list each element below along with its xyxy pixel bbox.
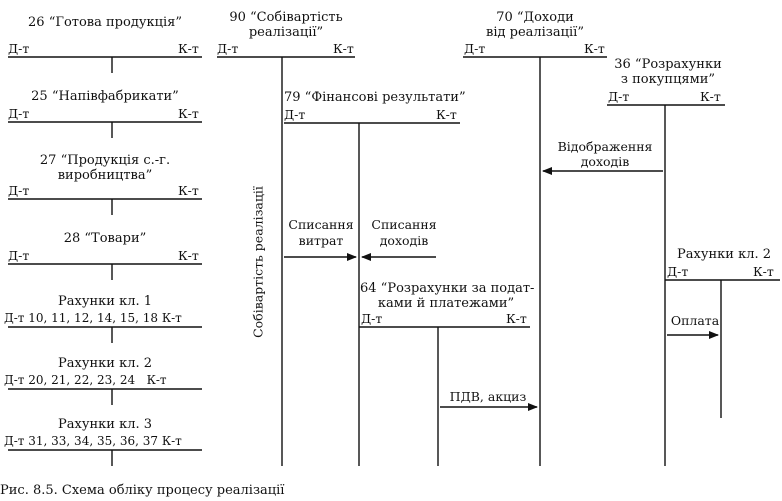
account-25-credit: К-т <box>178 106 199 121</box>
account-27-debit: Д-т <box>8 183 30 198</box>
account-64-debit: Д-т <box>361 311 383 326</box>
account-28-title: 28 “Товари” <box>63 231 147 246</box>
income-reflection-label-line2: доходів <box>580 154 630 169</box>
class-2-right-credit: К-т <box>753 264 774 279</box>
account-79-credit: К-т <box>436 107 457 122</box>
account-36-title-line2: з покупцями” <box>620 72 716 87</box>
account-90-debit: Д-т <box>217 41 239 56</box>
account-79-debit: Д-т <box>284 107 306 122</box>
income-writeoff-label-line2: доходів <box>379 233 429 248</box>
class-1-title: Рахунки кл. 1 <box>58 294 152 309</box>
account-90-title-line2: реалізації” <box>248 25 324 40</box>
account-26-debit: Д-т <box>8 41 30 56</box>
account-64-credit: К-т <box>506 311 527 326</box>
class-2-title: Рахунки кл. 2 <box>58 356 152 371</box>
account-90-credit: К-т <box>333 41 354 56</box>
account-79-title: 79 “Фінансові результати” <box>284 90 466 105</box>
costs-writeoff-label-line1: Списання <box>288 217 354 232</box>
account-36-credit: К-т <box>700 89 721 104</box>
account-25-debit: Д-т <box>8 106 30 121</box>
class-3-title: Рахунки кл. 3 <box>58 417 152 432</box>
account-27-title-line1: 27 “Продукція с.-г. <box>39 153 171 168</box>
account-26-title: 26 “Готова продукція” <box>28 15 182 30</box>
account-25-title: 25 “Напівфабрикати” <box>31 89 179 104</box>
account-27-credit: К-т <box>178 183 199 198</box>
class-2-right-debit: Д-т <box>667 264 689 279</box>
account-90-title-line1: 90 “Собівартість <box>229 10 343 25</box>
income-reflection-label-line1: Відображення <box>557 139 653 154</box>
vat-excise-label: ПДВ, акциз <box>449 389 527 404</box>
payment-label: Оплата <box>670 313 720 328</box>
account-64-title-line2: ками й платежами” <box>377 296 515 311</box>
account-28-credit: К-т <box>178 248 199 263</box>
class-1-row: Д-т 10, 11, 12, 14, 15, 18 К-т <box>4 311 182 325</box>
figure-caption: Рис. 8.5. Схема обліку процесу реалізаці… <box>0 483 285 498</box>
class-2-row: Д-т 20, 21, 22, 23, 24 К-т <box>4 373 167 387</box>
costs-writeoff-label-line2: витрат <box>298 233 344 248</box>
account-36-debit: Д-т <box>608 89 630 104</box>
account-64-title-line1: 64 “Розрахунки за подат- <box>360 281 535 296</box>
account-70-debit: Д-т <box>464 41 486 56</box>
class-3-row: Д-т 31, 33, 34, 35, 36, 37 К-т <box>4 434 182 448</box>
account-70-credit: К-т <box>584 41 605 56</box>
account-26-credit: К-т <box>178 41 199 56</box>
account-28-debit: Д-т <box>8 248 30 263</box>
account-70-title-line1: 70 “Доходи <box>496 10 574 25</box>
account-27-title-line2: виробництва” <box>57 168 153 183</box>
account-36-title-line1: 36 “Розрахунки <box>614 57 722 72</box>
account-70-title-line2: від реалізації” <box>486 25 584 40</box>
class-2-right-title: Рахунки кл. 2 <box>677 247 771 262</box>
cost-of-sales-vertical-label: Собівартість реалізації <box>250 186 266 338</box>
income-writeoff-label-line1: Списання <box>371 217 437 232</box>
